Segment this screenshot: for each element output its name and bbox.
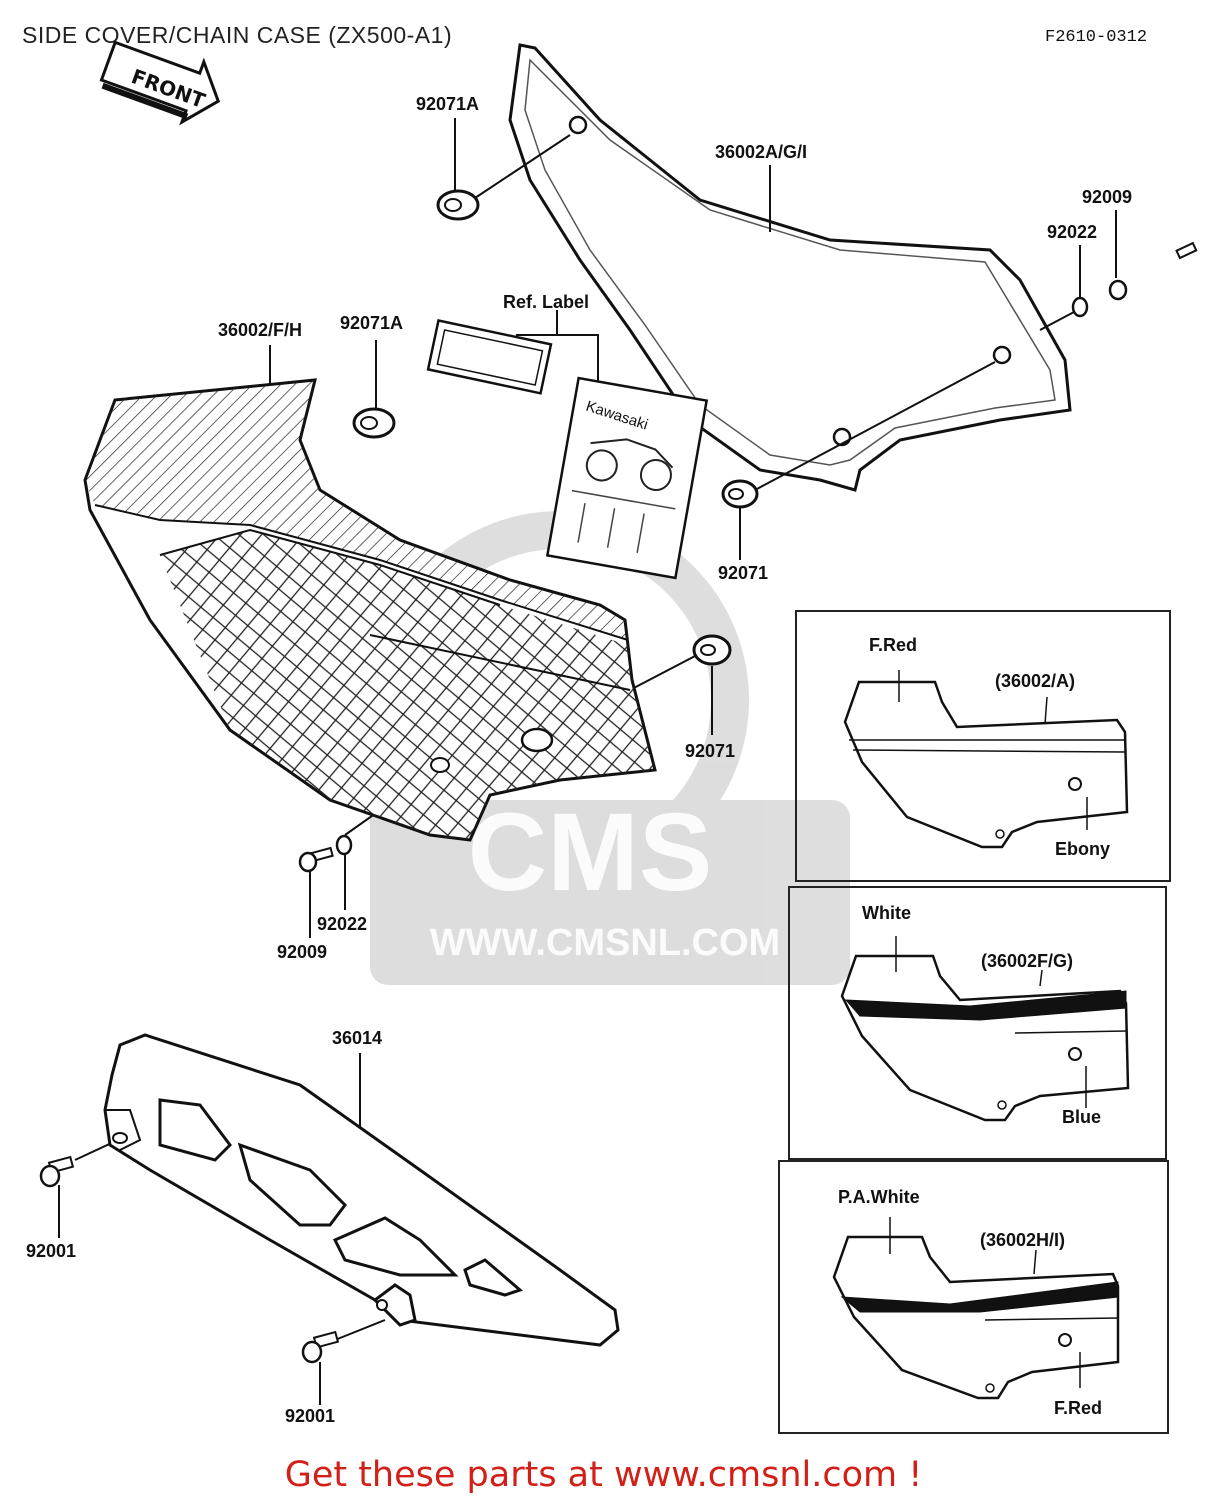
chain-case-window-1 (158, 1098, 232, 1162)
label-92071A-mid: 92071A (340, 313, 404, 333)
variant-cover-1 (843, 670, 1129, 849)
label-92071-right: 92071 (718, 563, 769, 583)
ref-label-decal (545, 376, 709, 580)
label-36002FH: 36002/F/H (218, 320, 303, 340)
figure-id: F2610-0312 (1045, 28, 1148, 47)
variant-panel-2: White (36002F/G) Blue (788, 886, 1167, 1160)
bolt-92009-bottom (298, 846, 334, 873)
label-92022-top: 92022 (1047, 222, 1098, 242)
variant-3-bottom-label: F.Red (1054, 1398, 1103, 1418)
watermark-brand: CMS (468, 791, 712, 914)
ref-label-blank (426, 319, 553, 395)
variant-2-bottom-label: Blue (1062, 1107, 1102, 1127)
upper-side-cover (508, 43, 1072, 492)
diagram-title: SIDE COVER/CHAIN CASE (ZX500-A1) (22, 22, 453, 48)
label-36002AGI: 36002A/G/I (715, 142, 808, 162)
label-92071-mid: 92071 (685, 741, 736, 761)
front-arrow-icon (99, 40, 221, 126)
footer-link[interactable]: Get these parts at www.cmsnl.com ! (284, 1455, 923, 1495)
watermark-url: WWW.CMSNL.COM (430, 922, 780, 964)
variant-1-bottom-label: Ebony (1055, 839, 1111, 859)
chain-case (103, 1033, 620, 1347)
variant-panel-1: F.Red (36002/A) Ebony (795, 610, 1171, 882)
variant-2-part-label: (36002F/G) (981, 951, 1074, 971)
label-92009-top: 92009 (1082, 187, 1133, 207)
bolt-92001-bottom (301, 1330, 340, 1364)
chain-case-window-4 (463, 1258, 523, 1297)
variant-panel-3: P.A.White (36002H/I) F.Red (778, 1160, 1169, 1434)
washer-92022-bottom (335, 834, 353, 856)
bolt-92001-left (39, 1155, 75, 1188)
grommet-92071A-top (436, 189, 480, 221)
label-92071A-top: 92071A (416, 94, 480, 114)
variant-1-part-label: (36002/A) (995, 671, 1076, 691)
variant-2-top-label: White (862, 903, 911, 923)
label-36014: 36014 (332, 1028, 383, 1048)
grommet-92071-right (721, 479, 759, 509)
grommet-92071A-mid (352, 407, 396, 439)
label-92009-bottom: 92009 (277, 942, 328, 962)
bolt-92009-top (1108, 241, 1198, 301)
variant-cover-2 (840, 936, 1130, 1122)
label-92001-left: 92001 (26, 1241, 77, 1261)
label-ref-label: Ref. Label (503, 292, 590, 312)
label-92022-bottom: 92022 (317, 914, 368, 934)
grommet-92071-mid (692, 634, 732, 666)
variant-3-top-label: P.A.White (838, 1187, 920, 1207)
label-92001-bottom: 92001 (285, 1406, 336, 1426)
chain-case-window-2 (237, 1142, 347, 1227)
variant-1-top-label: F.Red (869, 635, 918, 655)
variant-cover-3 (832, 1217, 1120, 1400)
washer-92022-top (1071, 296, 1089, 318)
chain-case-window-3 (332, 1216, 459, 1277)
variant-3-part-label: (36002H/I) (980, 1230, 1066, 1250)
upper-side-cover-inner (524, 58, 1056, 466)
